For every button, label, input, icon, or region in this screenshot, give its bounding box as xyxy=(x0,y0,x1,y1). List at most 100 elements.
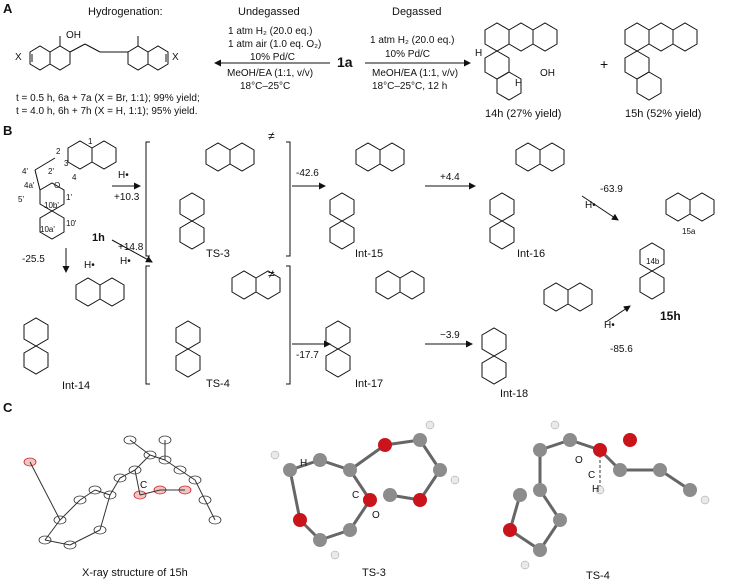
h-radical-3: H• xyxy=(585,200,596,211)
int18-structure xyxy=(481,282,593,385)
label-ts4: TS-4 xyxy=(206,378,230,390)
ts3-bracket-right xyxy=(286,141,291,257)
caption-xray: X-ray structure of 15h xyxy=(82,567,188,579)
atom-label-2: 2 xyxy=(56,147,61,156)
degassed-condition-1: 1 atm H₂ (20.0 eq.) xyxy=(370,35,455,46)
energy-ts4: +14.8 xyxy=(118,242,144,253)
energy-int17: -17.7 xyxy=(296,350,319,361)
int14-structure xyxy=(23,277,125,375)
structure-1h xyxy=(34,140,117,240)
label-ts3: TS-3 xyxy=(206,248,230,260)
degassed-condition-4: 18°C–25°C, 12 h xyxy=(372,81,448,92)
label-int17: Int-17 xyxy=(355,378,384,390)
result-line-1: t = 0.5 h, 6a + 7a (X = Br, 1:1); 99% yi… xyxy=(16,93,200,104)
undegassed-condition-2: 1 atm air (1.0 eq. O₂) xyxy=(228,39,322,50)
panel-label-b: B xyxy=(3,123,13,138)
arrow-to-ts4 xyxy=(111,239,153,263)
undegassed-condition-3: 10% Pd/C xyxy=(250,52,296,63)
ts3-bracket-left xyxy=(145,141,150,257)
atom-label-4ap: 4a' xyxy=(24,181,35,190)
product-14h-structure xyxy=(484,22,558,101)
atom-label-4: 4 xyxy=(72,173,77,182)
caption-ts3: TS-3 xyxy=(362,567,386,579)
product-15h-label: 15h (52% yield) xyxy=(625,108,702,120)
atom-label-14b: 14b xyxy=(646,257,660,266)
ts3-h-label: H xyxy=(300,458,308,469)
label-int14: Int-14 xyxy=(62,380,91,392)
undegassed-condition-4: MeOH/EA (1:1, v/v) xyxy=(227,68,314,79)
ts4-bracket-right xyxy=(286,265,291,385)
compound-1h: 1h xyxy=(92,232,105,244)
h-radical-2: H• xyxy=(120,256,131,267)
ts3-double-dagger: ≠ xyxy=(268,129,275,143)
ts4-3d-model xyxy=(503,420,710,570)
undegassed-condition-5: 18°C–25°C xyxy=(240,81,291,92)
label-int15: Int-15 xyxy=(355,248,384,260)
product-14h-label: 14h (27% yield) xyxy=(485,108,562,120)
h-radical-5: H• xyxy=(84,260,95,271)
atom-label-1p: 1' xyxy=(66,193,72,202)
hydroxyl-label-14h: OH xyxy=(540,68,555,79)
plus-sign: + xyxy=(600,56,609,72)
int15-structure xyxy=(329,142,405,250)
hydrogenation-title: Hydrogenation: xyxy=(88,6,163,18)
panel-label-a: A xyxy=(3,1,13,16)
atom-label-15a: 15a xyxy=(682,227,696,236)
int16-structure xyxy=(489,142,565,250)
x-substituent-left: X xyxy=(15,52,22,63)
energy-15h-top: -63.9 xyxy=(600,184,623,195)
energy-int15: -42.6 xyxy=(296,168,319,179)
ts4-structure xyxy=(175,270,281,378)
xray-structure xyxy=(23,435,222,550)
ts3-c-label: C xyxy=(352,490,360,501)
undegassed-condition-1: 1 atm H₂ (20.0 eq.) xyxy=(228,26,313,37)
h-label-14h-2: H xyxy=(515,78,523,89)
result-line-2: t = 4.0 h, 6h + 7h (X = H, 1:1); 95% yie… xyxy=(16,106,198,117)
atom-label-o: O xyxy=(54,181,61,190)
panel-label-c: C xyxy=(3,400,13,415)
energy-int16: +4.4 xyxy=(440,172,460,183)
ts3-o-label: O xyxy=(372,510,380,521)
ts4-double-dagger: ≠ xyxy=(268,267,275,281)
ts4-h-label: H xyxy=(592,484,600,495)
energy-15h-bottom: -85.6 xyxy=(610,344,633,355)
caption-ts4: TS-4 xyxy=(586,570,610,582)
atom-label-1: 1 xyxy=(88,137,93,146)
h-label-14h-1: H xyxy=(475,48,483,59)
atom-label-10ap: 10a' xyxy=(40,225,55,234)
xray-c-label: C xyxy=(140,480,148,491)
degassed-condition-2: 10% Pd/C xyxy=(385,49,431,60)
atom-label-10p: 10' xyxy=(66,219,77,228)
ts3-3d-model xyxy=(270,420,460,560)
h-radical-1: H• xyxy=(118,170,129,181)
starting-material-1a: 1a xyxy=(337,54,353,70)
arrow-to-15h-bottom xyxy=(605,305,631,323)
label-15h-product: 15h xyxy=(660,309,681,323)
atom-label-2p: 2' xyxy=(48,167,54,176)
x-substituent-right: X xyxy=(172,52,179,63)
dimer-structure xyxy=(29,36,169,71)
ts4-o-label: O xyxy=(575,455,583,466)
h-radical-4: H• xyxy=(604,320,615,331)
ts4-bracket-left xyxy=(145,265,150,385)
label-int16: Int-16 xyxy=(517,248,546,260)
atom-label-10bp: 10b' xyxy=(44,201,59,210)
label-int18: Int-18 xyxy=(500,388,529,400)
degassed-condition-3: MeOH/EA (1:1, v/v) xyxy=(372,68,459,79)
product-15h-b-structure xyxy=(639,192,715,300)
atom-label-5p: 5' xyxy=(18,195,24,204)
int17-structure xyxy=(325,270,425,378)
degassed-title: Degassed xyxy=(392,6,442,18)
arrow-to-15h-top xyxy=(581,195,619,221)
atom-label-3: 3 xyxy=(64,159,69,168)
energy-int18: −3.9 xyxy=(440,330,460,341)
ts4-c-label: C xyxy=(588,470,596,481)
atom-label-4p: 4' xyxy=(22,167,28,176)
ts3-structure xyxy=(179,142,255,250)
product-15h-structure xyxy=(624,22,698,101)
energy-ts3: +10.3 xyxy=(114,192,140,203)
undegassed-title: Undegassed xyxy=(238,6,300,18)
hydroxyl-label: OH xyxy=(66,30,81,41)
energy-int14: -25.5 xyxy=(22,254,45,265)
